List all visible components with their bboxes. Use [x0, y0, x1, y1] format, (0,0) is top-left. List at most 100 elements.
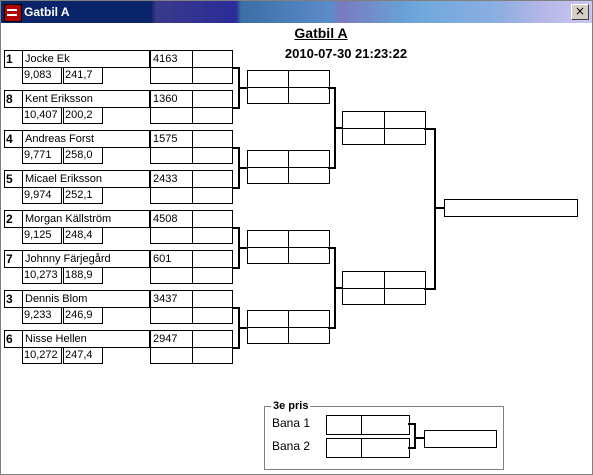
round2-cell[interactable]: [247, 230, 289, 248]
speed-field[interactable]: 248,4: [63, 227, 103, 244]
round2-cell[interactable]: [288, 167, 330, 184]
speed-field[interactable]: 241,7: [63, 67, 103, 84]
driver-name-field[interactable]: Nisse Hellen: [22, 330, 150, 348]
round2-cell[interactable]: [247, 150, 289, 168]
winner-field[interactable]: [444, 199, 578, 217]
driver-name-field[interactable]: Johnny Färjegård: [22, 250, 150, 268]
semifinal-cell[interactable]: [342, 288, 385, 305]
result-cell[interactable]: [192, 330, 233, 348]
lane-1-label: Bana 1: [272, 416, 311, 430]
driver-name-field[interactable]: Dennis Blom: [22, 290, 150, 308]
driver-name-field[interactable]: Kent Eriksson: [22, 90, 150, 108]
close-icon[interactable]: ×: [571, 4, 589, 20]
bracket-line: [238, 87, 248, 89]
semifinal-cell[interactable]: [384, 271, 426, 289]
bracket-line: [408, 423, 416, 425]
bracket-line: [232, 187, 240, 189]
score-field[interactable]: 4508: [150, 210, 193, 228]
round2-cell[interactable]: [247, 247, 289, 264]
reaction-time-field[interactable]: 9,125: [22, 227, 62, 244]
result-cell[interactable]: [192, 347, 233, 364]
reaction-time-field[interactable]: 10,272: [22, 347, 62, 364]
round2-cell[interactable]: [288, 247, 330, 264]
speed-field[interactable]: 188,9: [63, 267, 103, 284]
semifinal-cell[interactable]: [342, 271, 385, 289]
result-cell[interactable]: [192, 187, 233, 204]
bracket-line: [232, 67, 240, 69]
third-place-winner-field[interactable]: [424, 430, 497, 448]
round2-cell[interactable]: [288, 87, 330, 104]
round2-cell[interactable]: [288, 70, 330, 88]
bracket-line: [424, 128, 436, 130]
result-cell[interactable]: [150, 187, 193, 204]
seed-number: 2: [4, 210, 23, 228]
reaction-time-field[interactable]: 9,083: [22, 67, 62, 84]
round2-cell[interactable]: [247, 310, 289, 328]
round2-cell[interactable]: [247, 167, 289, 184]
result-cell[interactable]: [192, 50, 233, 68]
result-cell[interactable]: [192, 147, 233, 164]
result-cell[interactable]: [150, 267, 193, 284]
result-cell[interactable]: [192, 130, 233, 148]
driver-name-field[interactable]: Micael Eriksson: [22, 170, 150, 188]
result-cell[interactable]: [192, 67, 233, 84]
speed-field[interactable]: 246,9: [63, 307, 103, 324]
driver-name-field[interactable]: Andreas Forst: [22, 130, 150, 148]
speed-field[interactable]: 200,2: [63, 107, 103, 124]
score-field[interactable]: 601: [150, 250, 193, 268]
score-field[interactable]: 2947: [150, 330, 193, 348]
result-cell[interactable]: [150, 67, 193, 84]
lane1-cell[interactable]: [361, 415, 410, 435]
round2-cell[interactable]: [288, 150, 330, 168]
score-field[interactable]: 1575: [150, 130, 193, 148]
round2-cell[interactable]: [288, 230, 330, 248]
result-cell[interactable]: [192, 170, 233, 188]
result-cell[interactable]: [192, 250, 233, 268]
result-cell[interactable]: [192, 227, 233, 244]
round2-cell[interactable]: [288, 327, 330, 344]
result-cell[interactable]: [192, 210, 233, 228]
round2-cell[interactable]: [247, 327, 289, 344]
semifinal-cell[interactable]: [384, 111, 426, 129]
bracket-line: [232, 147, 240, 149]
score-field[interactable]: 2433: [150, 170, 193, 188]
driver-name-field[interactable]: Jocke Ek: [22, 50, 150, 68]
reaction-time-field[interactable]: 10,407: [22, 107, 62, 124]
reaction-time-field[interactable]: 10,273: [22, 267, 62, 284]
title-bar[interactable]: Gatbil A ×: [1, 1, 592, 23]
result-cell[interactable]: [150, 227, 193, 244]
driver-name-field[interactable]: Morgan Källström: [22, 210, 150, 228]
result-cell[interactable]: [150, 307, 193, 324]
bracket-line: [232, 227, 240, 229]
result-cell[interactable]: [150, 147, 193, 164]
speed-field[interactable]: 258,0: [63, 147, 103, 164]
score-field[interactable]: 3437: [150, 290, 193, 308]
round2-cell[interactable]: [247, 70, 289, 88]
seed-number: 7: [4, 250, 23, 268]
reaction-time-field[interactable]: 9,974: [22, 187, 62, 204]
speed-field[interactable]: 247,4: [63, 347, 103, 364]
round2-cell[interactable]: [288, 310, 330, 328]
score-field[interactable]: 1360: [150, 90, 193, 108]
reaction-time-field[interactable]: 9,233: [22, 307, 62, 324]
speed-field[interactable]: 252,1: [63, 187, 103, 204]
bracket-line: [434, 128, 436, 290]
round2-cell[interactable]: [247, 87, 289, 104]
result-cell[interactable]: [192, 307, 233, 324]
score-field[interactable]: 4163: [150, 50, 193, 68]
semifinal-cell[interactable]: [384, 128, 426, 145]
result-cell[interactable]: [192, 267, 233, 284]
result-cell[interactable]: [192, 90, 233, 108]
semifinal-cell[interactable]: [342, 111, 385, 129]
result-cell[interactable]: [150, 107, 193, 124]
third-place-title: 3e pris: [271, 400, 311, 412]
result-cell[interactable]: [192, 107, 233, 124]
result-cell[interactable]: [150, 347, 193, 364]
result-cell[interactable]: [192, 290, 233, 308]
third-place-group: [264, 406, 504, 470]
lane-2-label: Bana 2: [272, 439, 311, 453]
reaction-time-field[interactable]: 9,771: [22, 147, 62, 164]
semifinal-cell[interactable]: [342, 128, 385, 145]
semifinal-cell[interactable]: [384, 288, 426, 305]
